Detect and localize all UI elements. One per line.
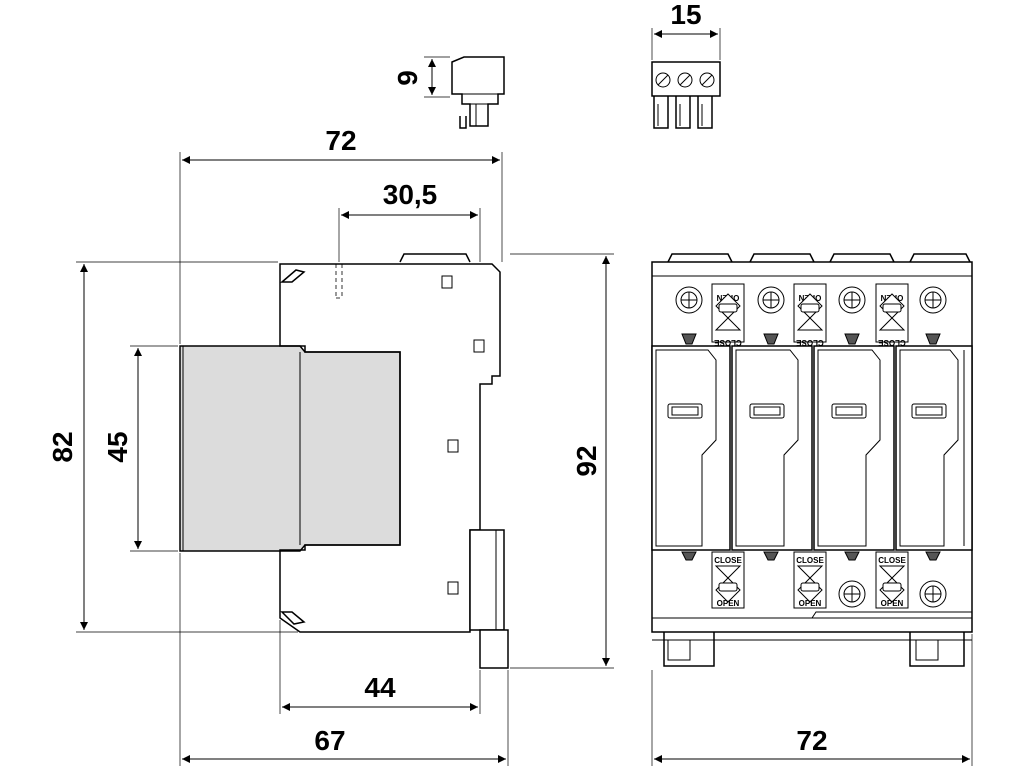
- connector-height-label: 9: [392, 70, 423, 86]
- open-close-lock-bottom-2[interactable]: CLOSE OPEN: [793, 551, 827, 609]
- module-2: [731, 286, 813, 561]
- connector-side-view: 9: [392, 56, 505, 129]
- open-close-lock-top-1[interactable]: OPEN CLOSE: [711, 283, 745, 347]
- side-depth-bottom-label: 44: [364, 672, 396, 703]
- side-width-bottom-label: 67: [314, 725, 345, 756]
- connector-front-view: 15: [651, 0, 721, 129]
- svg-text:OPEN: OPEN: [881, 599, 904, 608]
- connector-width-label: 15: [670, 0, 701, 30]
- svg-text:CLOSE: CLOSE: [714, 556, 742, 565]
- front-view-dimensions: 92 72: [510, 253, 973, 766]
- front-width-label: 72: [796, 725, 827, 756]
- open-close-lock-bottom-1[interactable]: CLOSE OPEN: [711, 551, 745, 609]
- open-close-lock-bottom-3[interactable]: CLOSE OPEN: [875, 551, 909, 609]
- svg-text:CLOSE: CLOSE: [796, 338, 824, 347]
- side-offset-label: 30,5: [383, 179, 438, 210]
- module-3: [813, 286, 895, 608]
- connector-screw-icons: [655, 72, 715, 88]
- side-width-top-label: 72: [325, 125, 356, 156]
- side-height-inner-label: 45: [102, 431, 133, 462]
- front-height-label: 92: [571, 445, 602, 476]
- open-close-lock-top-2[interactable]: OPEN CLOSE: [793, 283, 827, 347]
- module-4: [895, 286, 973, 608]
- module-1: [651, 286, 731, 561]
- side-height-outer-label: 82: [47, 431, 78, 462]
- svg-text:CLOSE: CLOSE: [796, 556, 824, 565]
- svg-text:CLOSE: CLOSE: [878, 338, 906, 347]
- svg-text:OPEN: OPEN: [799, 599, 822, 608]
- device-side-view: [179, 253, 509, 669]
- open-close-lock-top-3[interactable]: OPEN CLOSE: [875, 283, 909, 347]
- svg-text:OPEN: OPEN: [717, 599, 740, 608]
- side-view-dimensions: 72 30,5 82 45 44 67: [47, 125, 509, 766]
- svg-text:CLOSE: CLOSE: [878, 556, 906, 565]
- svg-text:CLOSE: CLOSE: [714, 338, 742, 347]
